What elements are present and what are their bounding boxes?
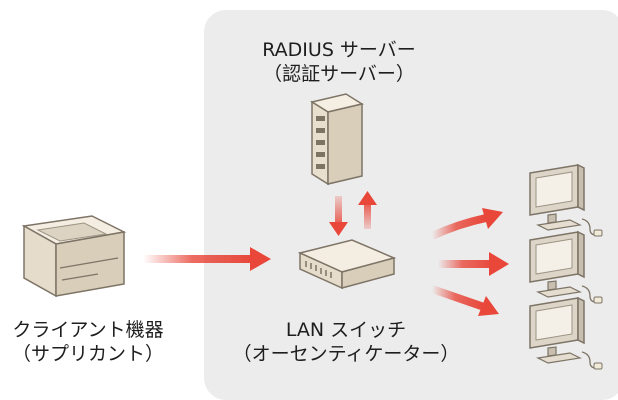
printer-icon: [21, 215, 127, 298]
lan-switch-title: LAN スイッチ: [285, 319, 407, 341]
client-device-label: クライアント機器 （サプリカント）: [0, 318, 176, 366]
radius-server-title: RADIUS サーバー: [262, 39, 416, 61]
server-icon: [310, 93, 364, 186]
client-device-subtitle: （サプリカント）: [11, 343, 164, 365]
network-diagram: [21, 93, 603, 370]
radius-server-label: RADIUS サーバー （認証サーバー）: [214, 38, 464, 86]
client-device-title: クライアント機器: [12, 319, 164, 341]
arrow-switch-to-monitor-middle: [438, 252, 509, 276]
monitor-icon: [529, 297, 603, 370]
arrow-server-to-switch: [329, 196, 348, 236]
switch-icon: [297, 239, 397, 290]
arrow-switch-to-monitor-top: [430, 208, 503, 240]
arrow-switch-to-monitor-bottom: [430, 285, 499, 316]
radius-server-subtitle: （認証サーバー）: [263, 63, 415, 85]
monitor-icon: [529, 231, 603, 304]
lan-switch-label: LAN スイッチ （オーセンティケーター）: [226, 318, 466, 366]
monitor-icon: [529, 164, 603, 237]
lan-switch-subtitle: （オーセンティケーター）: [232, 343, 460, 365]
arrow-client-to-switch: [143, 247, 271, 271]
arrow-switch-to-server: [358, 191, 377, 229]
